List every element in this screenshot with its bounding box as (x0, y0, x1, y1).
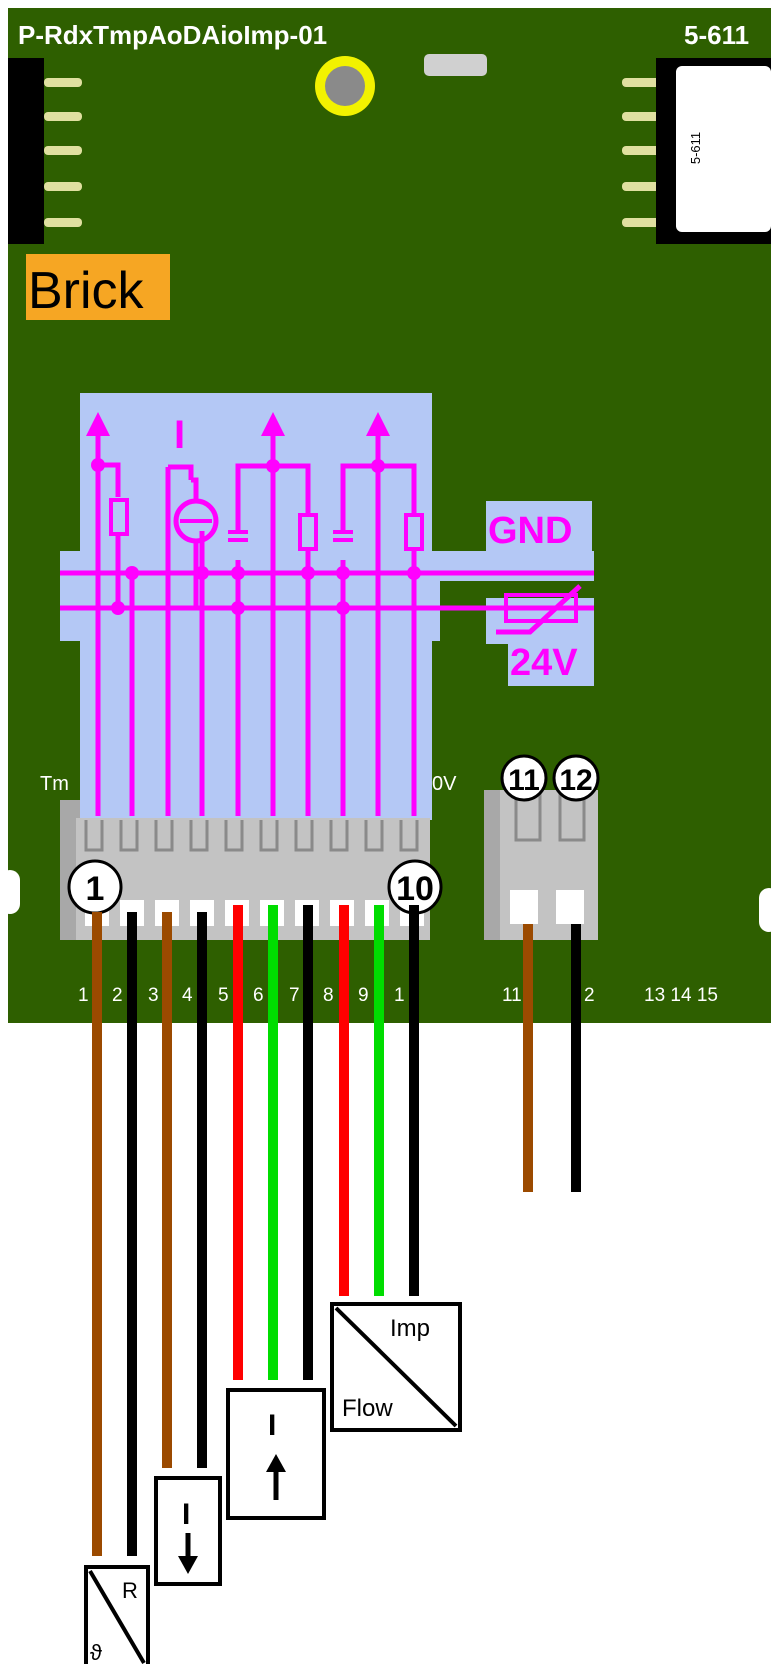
pin-number: 2 (112, 985, 123, 1006)
current-symbol: I (174, 413, 185, 457)
mounting-hole-left (0, 870, 20, 914)
schematic-circuit (60, 425, 594, 816)
terminal-circle-12: 12 (552, 754, 600, 802)
board-title: P-RdxTmpAoDAioImp-01 (18, 20, 327, 50)
pin-number: 4 (182, 985, 193, 1006)
terminal-text-right: 0V (432, 773, 457, 795)
pin-number: 8 (323, 985, 334, 1006)
svg-text:11: 11 (508, 764, 540, 797)
terminal-circle-1: 1 (67, 859, 123, 915)
terminal-block-secondary (484, 790, 598, 940)
terminal-circle-11: 11 (500, 754, 548, 802)
pin-number: 13 14 15 (644, 985, 718, 1006)
flow-meter-top-label: Imp (390, 1315, 430, 1342)
pin-number: 6 (253, 985, 264, 1006)
temperature-sensor: R ϑ (84, 1565, 150, 1664)
supply-label: 24V (510, 642, 578, 684)
sensor-bottom-label: ϑ (90, 1640, 102, 1664)
side-module-label: 5-611 (688, 132, 703, 164)
svg-text:10: 10 (396, 870, 434, 908)
arrow-up-icon (266, 1454, 286, 1472)
pin-number: 3 (148, 985, 159, 1006)
model-code: 5-611 (684, 20, 749, 50)
pin-number: 2 (584, 985, 595, 1006)
mounting-hole-right (759, 888, 771, 932)
current-input-device: I (226, 1388, 326, 1520)
pin-number: 7 (289, 985, 300, 1006)
gnd-label: GND (488, 510, 572, 552)
current-output-label: I (182, 1498, 190, 1531)
brick-label: Brick (28, 262, 145, 320)
pin-number: 9 (358, 985, 369, 1006)
wires (92, 905, 581, 1556)
left-header-connector (8, 58, 82, 244)
pin-number: 1 (78, 985, 89, 1006)
schematic-nodes (86, 412, 421, 615)
terminal-circle-10: 10 (387, 859, 443, 915)
terminal-text-left: Tm (40, 773, 69, 795)
right-module-connector: 5-611 (622, 58, 771, 244)
current-output-device: I (154, 1476, 222, 1586)
pin-number: 5 (218, 985, 229, 1006)
svg-text:1: 1 (86, 870, 105, 908)
smd-component (424, 54, 487, 76)
pin-numbers: 1 2 3 4 5 6 7 8 9 1 11 2 13 14 15 (78, 985, 718, 1006)
pin-number: 11 (502, 985, 522, 1006)
sensor-top-label: R (122, 1578, 138, 1603)
flow-meter-bottom-label: Flow (342, 1395, 393, 1422)
status-led-center (325, 66, 365, 106)
arrow-down-icon (178, 1556, 198, 1574)
brick-badge (26, 254, 170, 320)
flow-meter-device: Imp Flow (330, 1302, 462, 1432)
current-input-label: I (268, 1409, 276, 1442)
pin-number: 1 (394, 985, 405, 1006)
svg-text:12: 12 (559, 764, 592, 797)
